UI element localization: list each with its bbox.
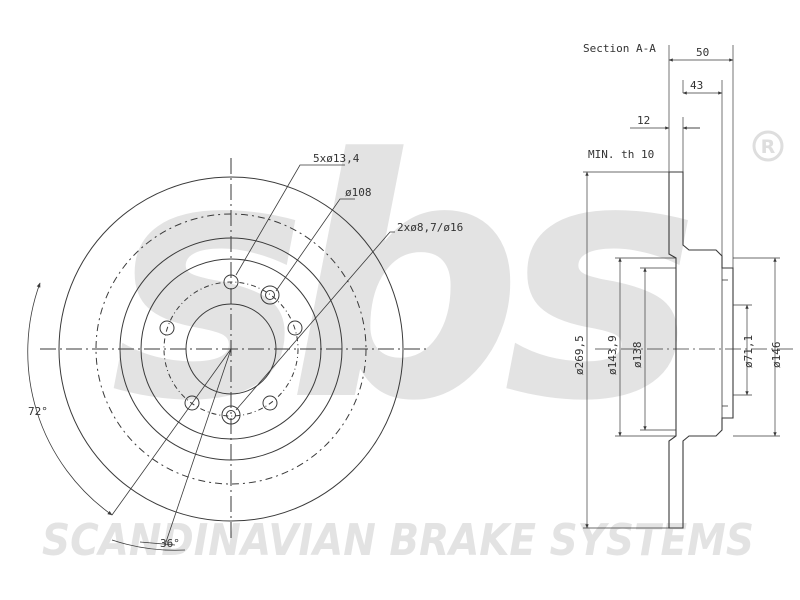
registered-mark-icon (752, 130, 784, 162)
front-view (27, 158, 430, 551)
bolt-hole (159, 320, 175, 336)
bolt-hole (223, 274, 239, 290)
bolt-hole (184, 395, 200, 411)
secondary-hole (221, 405, 241, 425)
section-view-labels: Section A-A 50 43 12 MIN. th 10 ø269,5 ø… (573, 42, 783, 375)
bolt-holes-label: 5xø13,4 (313, 152, 360, 165)
section-view (583, 45, 795, 529)
pcd-label: ø108 (345, 186, 372, 199)
section-title: Section A-A (583, 42, 656, 55)
dia-146-label: ø146 (770, 342, 783, 369)
leader-bolt-holes (235, 164, 345, 276)
registered-mark-letter: R (761, 136, 776, 158)
angle-ray (111, 348, 232, 516)
leader-secondary-holes (235, 231, 395, 411)
secondary-holes-label: 2xø8,7/ø16 (397, 221, 463, 234)
sbs-logo-watermark: sbs (110, 89, 688, 473)
secondary-hole (226, 410, 236, 420)
secondary-hole (265, 290, 275, 300)
dia-71-1-label: ø71,1 (742, 335, 755, 368)
angle-72-arc (27, 282, 113, 516)
front-view-labels: 5xø13,4 ø108 2xø8,7/ø16 72° 36° (28, 152, 463, 550)
dia-143-9-label: ø143,9 (606, 335, 619, 375)
angle-36-arc (111, 539, 186, 551)
bolt-hole (262, 395, 278, 411)
dia-138-label: ø138 (631, 342, 644, 369)
angle-ray (164, 348, 232, 546)
dim-12-label: 12 (637, 114, 650, 127)
leader-pcd (275, 198, 355, 292)
watermark: sbs R SCANDINAVIAN BRAKE SYSTEMS (42, 89, 784, 566)
disc-profile (668, 171, 734, 529)
bolt-hole (287, 320, 303, 336)
angle-72-label: 72° (28, 405, 48, 418)
dia-269-5-label: ø269,5 (573, 335, 586, 375)
min-thickness-label: MIN. th 10 (588, 148, 654, 161)
secondary-hole (260, 285, 280, 305)
dim-43-label: 43 (690, 79, 703, 92)
angle-ray-36 (139, 541, 176, 546)
company-name-watermark: SCANDINAVIAN BRAKE SYSTEMS (42, 515, 754, 566)
dim-50-label: 50 (696, 46, 709, 59)
angle-36-label: 36° (160, 537, 180, 550)
